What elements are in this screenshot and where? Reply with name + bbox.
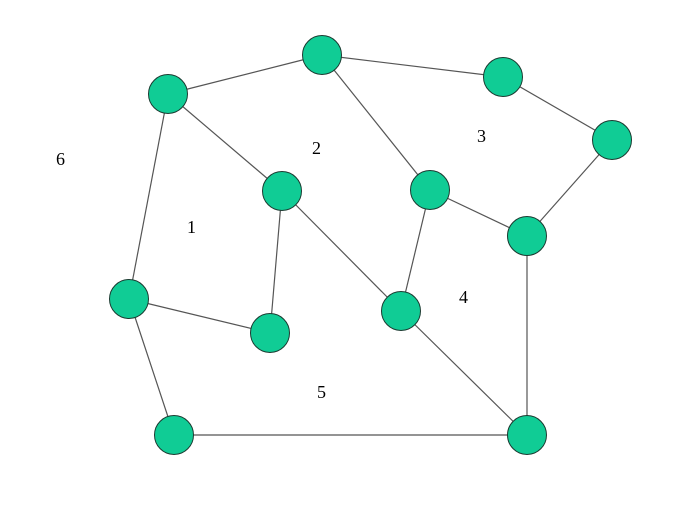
edge-B-F: [321, 54, 431, 191]
face-label-1: 1: [187, 217, 196, 237]
edge-L-J: [400, 310, 528, 436]
node-A: [148, 74, 188, 114]
node-J: [381, 291, 421, 331]
node-E: [262, 171, 302, 211]
edge-C-D: [502, 76, 613, 141]
face-label-6: 6: [56, 149, 65, 169]
face-label-5: 5: [317, 382, 326, 402]
edge-E-I: [269, 190, 283, 334]
edge-B-C: [321, 54, 504, 78]
node-G: [507, 216, 547, 256]
edge-A-E: [167, 93, 283, 192]
edge-A-B: [167, 54, 323, 95]
node-K: [154, 415, 194, 455]
edge-D-G: [526, 139, 613, 237]
edge-J-F: [400, 189, 431, 312]
node-C: [483, 57, 523, 97]
edge-A-H: [128, 93, 169, 300]
node-B: [302, 35, 342, 75]
face-label-4: 4: [459, 287, 468, 307]
edge-H-K: [128, 298, 175, 436]
node-F: [410, 170, 450, 210]
edge-H-I: [128, 298, 271, 334]
face-label-3: 3: [477, 126, 486, 146]
node-H: [109, 279, 149, 319]
node-I: [250, 313, 290, 353]
node-L: [507, 415, 547, 455]
face-label-2: 2: [312, 138, 321, 158]
node-D: [592, 120, 632, 160]
edge-E-J: [281, 190, 402, 312]
